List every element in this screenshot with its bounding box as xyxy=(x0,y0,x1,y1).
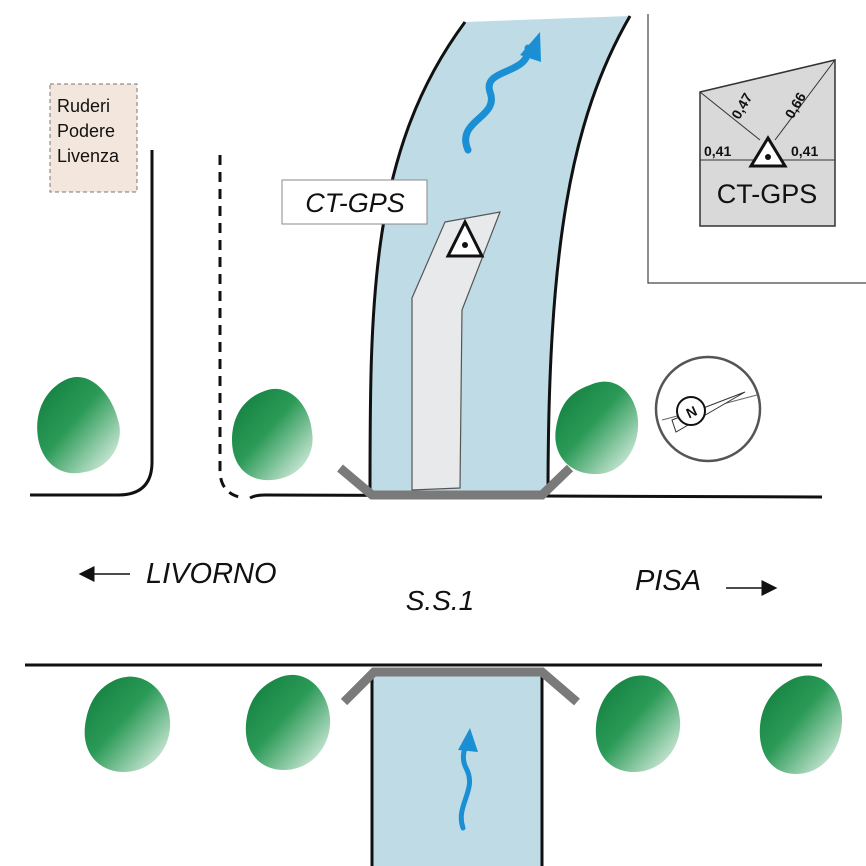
tree-icon xyxy=(37,377,120,474)
river-bank-right xyxy=(546,15,632,496)
station-label: CT-GPS xyxy=(305,188,405,218)
tree-icon xyxy=(595,675,681,772)
bridge-upper xyxy=(337,464,574,500)
direction-pisa: PISA xyxy=(635,565,701,597)
flow-arrow-upper-icon xyxy=(462,44,532,154)
road-edge-upper xyxy=(249,493,823,500)
ruin-box xyxy=(49,83,138,193)
tree-icon xyxy=(555,381,639,475)
inset-frame xyxy=(647,14,866,284)
station-label-box xyxy=(281,179,428,225)
bridge-lower xyxy=(340,667,580,706)
road-name: S.S.1 xyxy=(406,585,474,616)
inset-dist-left: 0,41 xyxy=(704,143,731,159)
gps-station-icon xyxy=(445,218,485,258)
inset-station-icon xyxy=(748,135,788,168)
tree-icon xyxy=(232,388,313,481)
tree-icon xyxy=(245,674,331,770)
tree-icon xyxy=(759,675,842,774)
tree-icon xyxy=(84,676,171,772)
ruin-label-3: Livenza xyxy=(57,146,120,166)
side-road-left xyxy=(30,150,154,497)
river-bank-left xyxy=(368,21,467,496)
ruin-label-2: Podere xyxy=(57,121,115,141)
river-lower xyxy=(372,672,542,866)
inset-dist-right: 0,41 xyxy=(791,143,818,159)
inset-label: CT-GPS xyxy=(717,179,818,209)
ruin-label-1: Ruderi xyxy=(57,96,110,116)
gps-platform xyxy=(411,211,501,491)
compass-icon: N xyxy=(654,355,762,463)
direction-livorno: LIVORNO xyxy=(146,558,277,590)
side-road-dashed xyxy=(218,155,246,500)
